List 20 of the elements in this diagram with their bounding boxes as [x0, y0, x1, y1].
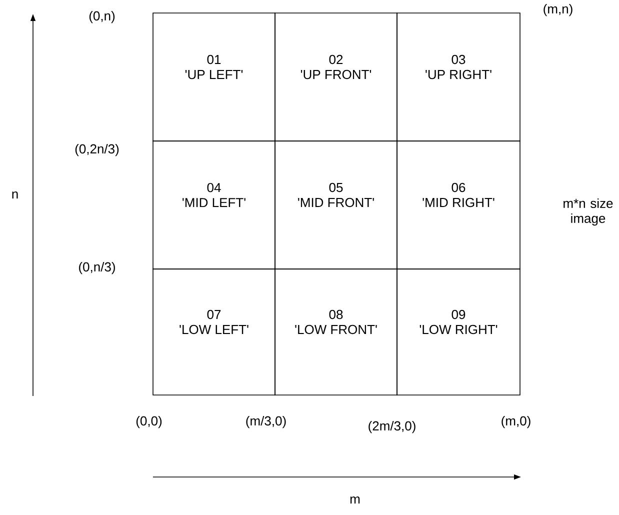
axis-label: (m/3,0) [246, 416, 286, 428]
grid-cell: 07 'LOW LEFT' [152, 268, 276, 396]
grid-cell: 08 'LOW FRONT' [274, 268, 398, 396]
axis-label: (0,n/3) [79, 262, 115, 274]
grid-cell: 06 'MID RIGHT' [396, 140, 520, 270]
axis-label: m*n size image [564, 198, 613, 226]
axis-label: n [12, 192, 18, 198]
axis-label: (0,0) [136, 416, 162, 428]
axis-label: (0,n) [89, 10, 115, 24]
grid-cell: 04 'MID LEFT' [152, 140, 276, 270]
axis-label: (m,0) [502, 416, 530, 428]
grid-cell: 03 'UP RIGHT' [396, 12, 520, 142]
grid-cell: 05 'MID FRONT' [274, 140, 398, 270]
axis-label: (0,2n/3) [75, 144, 119, 156]
axis-label: (m,n) [544, 4, 572, 16]
axis-label: (2m/3,0) [368, 420, 416, 434]
grid-cell: 02 'UP FRONT' [274, 12, 398, 142]
grid-cell: 09 'LOW RIGHT' [396, 268, 520, 396]
grid-cell: 01 'UP LEFT' [152, 12, 276, 142]
axis-label: m [350, 496, 360, 504]
